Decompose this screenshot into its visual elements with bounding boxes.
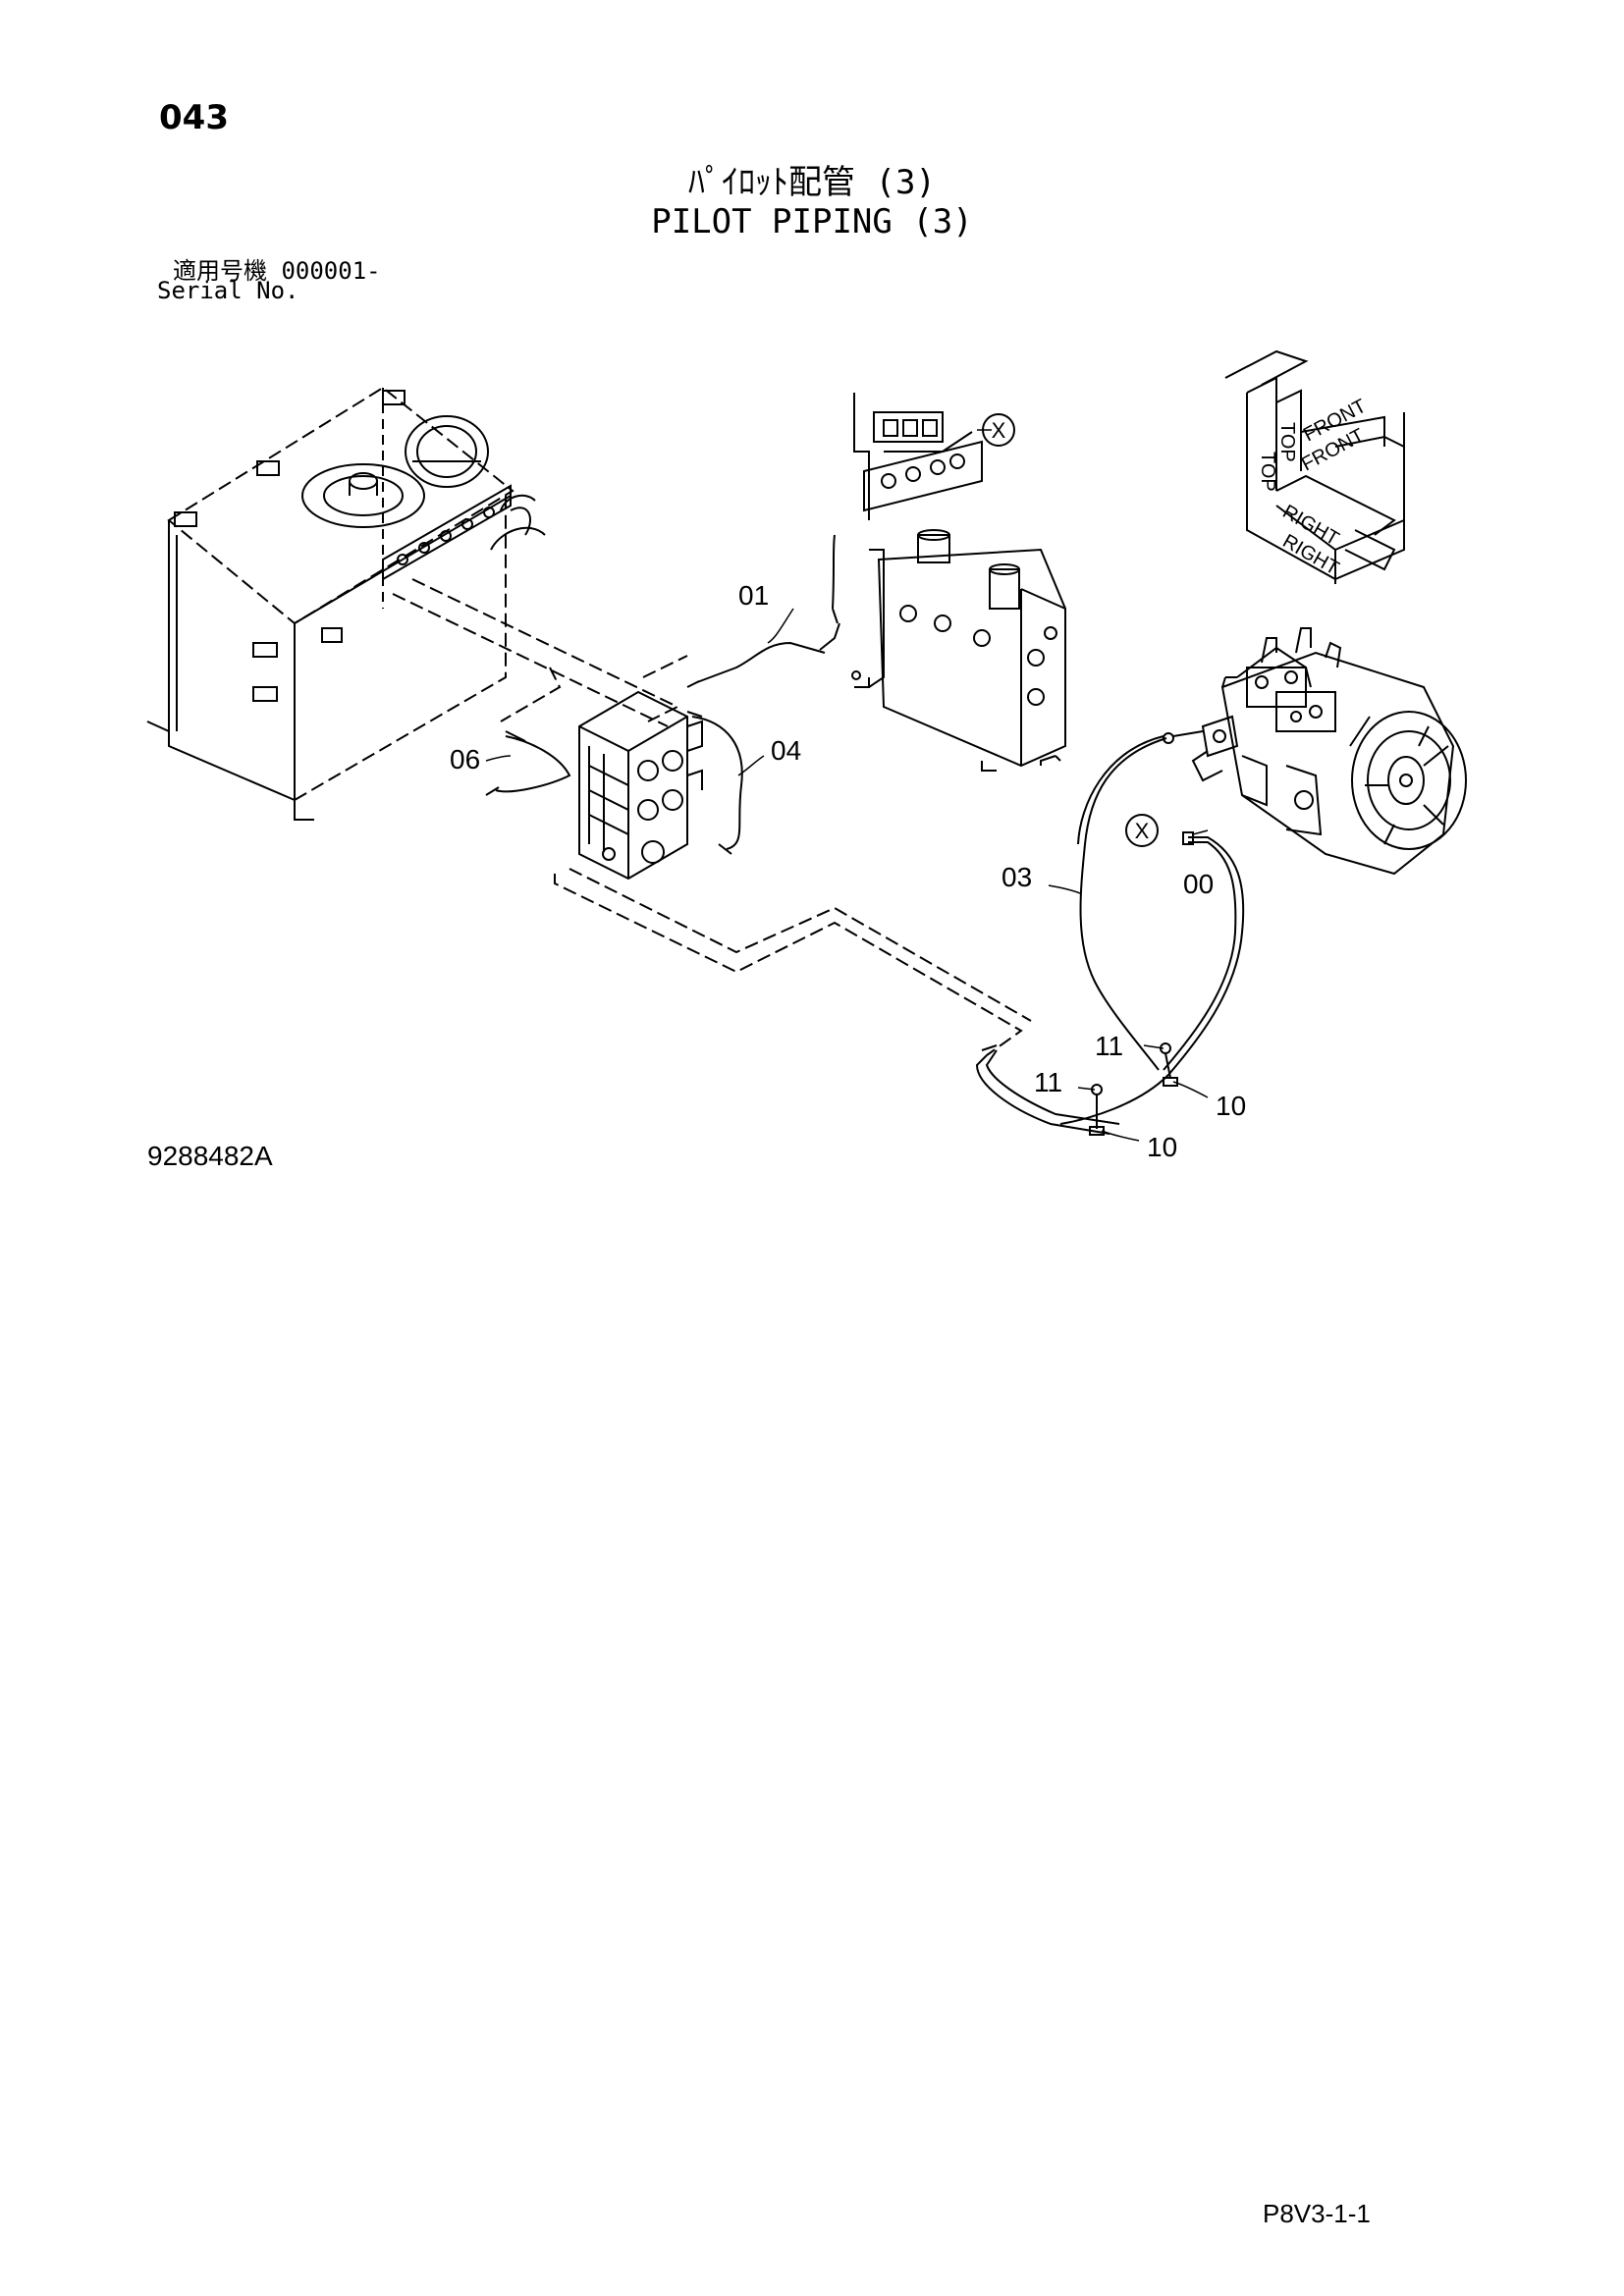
hose-01 — [686, 534, 840, 688]
callout-11-lower: 11 — [1034, 1067, 1062, 1097]
orientation-top-label-2: TOP — [1276, 422, 1298, 462]
callout-leaders — [485, 429, 1209, 1142]
callout-00: 00 — [1183, 869, 1214, 899]
hydraulic-tank — [146, 386, 546, 821]
hose-00 — [1059, 831, 1245, 1125]
callout-x-marker-a: X — [982, 413, 1015, 447]
callout-labels: 01 04 06 03 00 11 11 10 10 — [450, 580, 1246, 1162]
orientation-top-label: TOP — [1257, 452, 1278, 492]
callout-04: 04 — [771, 735, 801, 766]
drawing-number: 9288482A — [147, 1141, 273, 1171]
callout-x-marker-b: X — [1125, 814, 1159, 847]
callout-01: 01 — [738, 580, 769, 611]
callout-x-label-b: X — [1135, 819, 1150, 843]
hose-04 — [686, 711, 743, 855]
callout-11-upper: 11 — [1095, 1031, 1123, 1061]
callout-10-upper: 10 — [1216, 1091, 1246, 1121]
hose-06 — [485, 730, 571, 796]
callout-06: 06 — [450, 744, 480, 774]
page-title-japanese: ﾊﾟｲﾛｯﾄ配管 (3) — [688, 163, 936, 202]
hose-03 — [1077, 735, 1167, 1071]
serial-label: Serial No. — [157, 277, 299, 304]
orientation-indicator: TOP TOP FRONT FRONT RIGHT RIGHT — [1224, 349, 1405, 584]
main-pump — [1163, 627, 1467, 876]
callout-03: 03 — [1001, 862, 1032, 892]
sheet-code: P8V3-1-1 — [1263, 2199, 1371, 2228]
control-valve — [851, 393, 1066, 772]
serial-label-japanese: 適用号機 000001- — [173, 257, 381, 285]
callout-x-label-a: X — [992, 418, 1006, 443]
parts-diagram: TOP TOP FRONT FRONT RIGHT RIGHT — [146, 349, 1467, 1162]
pilot-valve-block — [578, 690, 703, 881]
pipe-routing — [392, 578, 1032, 1056]
callout-10-lower: 10 — [1147, 1132, 1177, 1162]
page-title: PILOT PIPING (3) — [651, 202, 973, 241]
page-number: 043 — [159, 98, 229, 137]
